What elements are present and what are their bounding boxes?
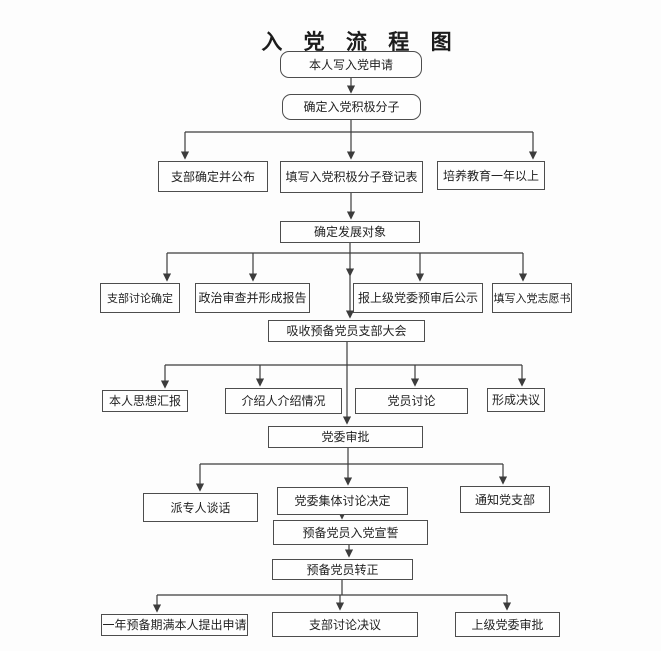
edges-activist-branch bbox=[180, 120, 538, 160]
flow-node-form-resolution: 形成决议 bbox=[487, 388, 545, 412]
edges-target-branch bbox=[162, 243, 528, 319]
flow-node-appoint-person-talk: 派专人谈话 bbox=[143, 493, 258, 522]
diagram-title: 入 党 流 程 图 bbox=[261, 30, 459, 54]
flow-node-determine-activist: 确定入党积极分子 bbox=[282, 94, 421, 120]
flow-node-branch-discuss-confirm: 支部讨论确定 bbox=[100, 283, 180, 313]
flow-node-determine-target: 确定发展对象 bbox=[280, 221, 420, 243]
flow-node-fill-activist-form: 填写入党积极分子登记表 bbox=[280, 161, 423, 193]
flow-node-branch-discussion-resolution: 支部讨论决议 bbox=[272, 612, 418, 637]
flow-node-training-one-year: 培养教育一年以上 bbox=[437, 161, 545, 190]
flow-node-committee-approval: 党委审批 bbox=[268, 426, 423, 448]
flow-node-political-review-report: 政治审查并形成报告 bbox=[195, 283, 310, 313]
flow-node-fill-volunteer-form: 填写入党志愿书 bbox=[492, 283, 572, 313]
edges-meeting-branch bbox=[160, 342, 527, 425]
flow-node-member-discussion: 党员讨论 bbox=[355, 388, 468, 414]
flow-node-committee-collective-decision: 党委集体讨论决定 bbox=[277, 487, 408, 515]
flow-node-write-application: 本人写入党申请 bbox=[280, 51, 422, 78]
flow-node-one-year-self-application: 一年预备期满本人提出申请 bbox=[101, 614, 248, 636]
flow-node-precheck-publicity: 报上级党委预审后公示 bbox=[353, 283, 483, 313]
flow-node-branch-confirm-announce: 支部确定并公布 bbox=[158, 161, 268, 192]
flow-node-admission-branch-meeting: 吸收预备党员支部大会 bbox=[268, 320, 425, 342]
edges-confirmation-branch bbox=[152, 580, 512, 613]
flow-node-introducer-introduction: 介绍人介绍情况 bbox=[225, 388, 342, 414]
edges-approval-branch bbox=[195, 448, 508, 492]
flow-node-self-thought-report: 本人思想汇报 bbox=[102, 390, 188, 412]
flow-node-probationary-confirmation: 预备党员转正 bbox=[272, 559, 413, 580]
flow-node-superior-committee-approval: 上级党委审批 bbox=[455, 612, 560, 637]
flow-node-probationary-oath: 预备党员入党宣誓 bbox=[273, 520, 428, 545]
flow-node-notify-party-branch: 通知党支部 bbox=[460, 486, 550, 513]
